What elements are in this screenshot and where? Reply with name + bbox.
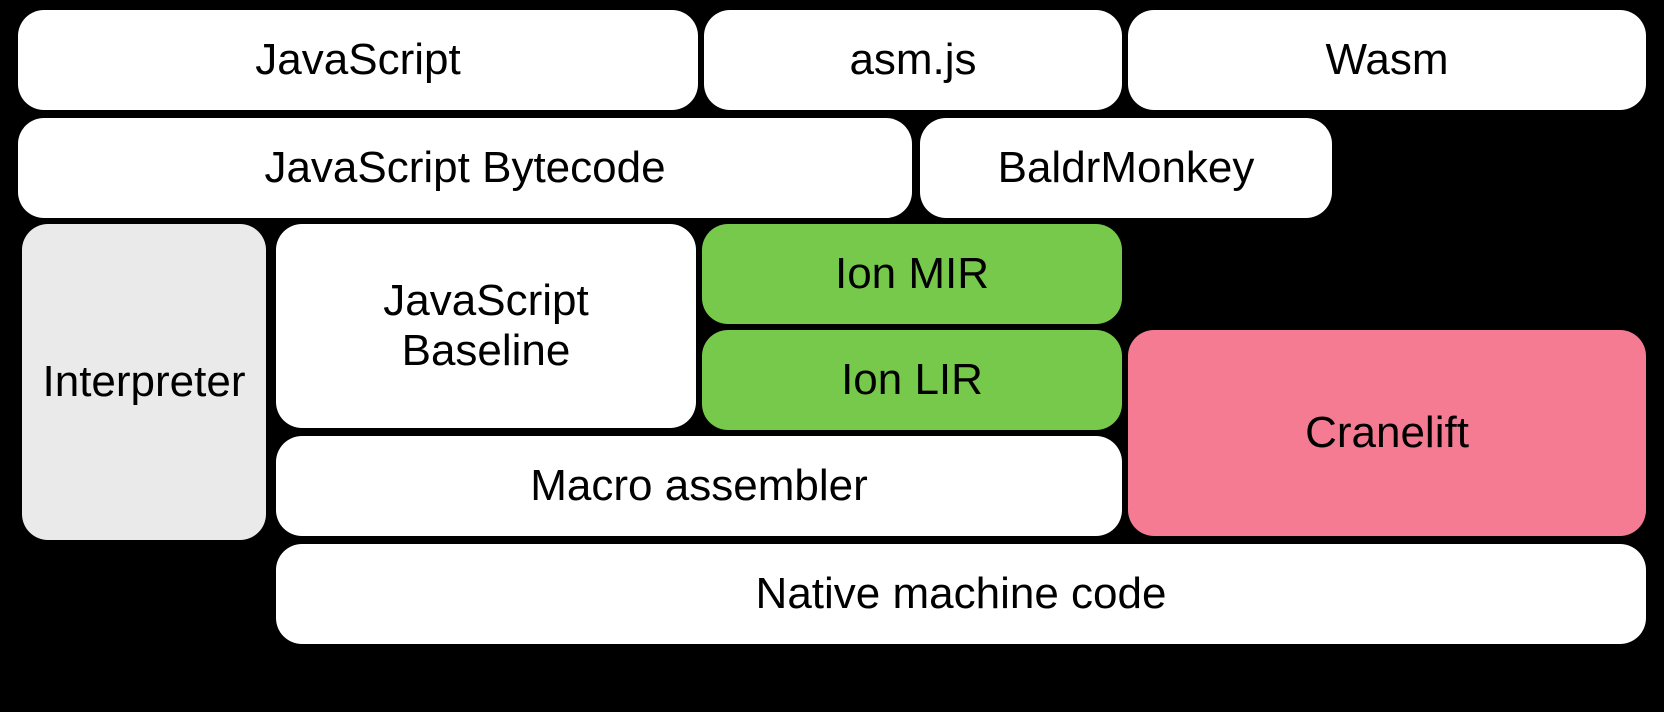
- node-javascript[interactable]: JavaScript: [18, 10, 698, 110]
- node-ion-lir[interactable]: Ion LIR: [702, 330, 1122, 430]
- node-javascript-bytecode[interactable]: JavaScript Bytecode: [18, 118, 912, 218]
- node-cranelift[interactable]: Cranelift: [1128, 330, 1646, 536]
- node-ion-mir[interactable]: Ion MIR: [702, 224, 1122, 324]
- node-asm-js[interactable]: asm.js: [704, 10, 1122, 110]
- node-macro-assembler[interactable]: Macro assembler: [276, 436, 1122, 536]
- node-wasm[interactable]: Wasm: [1128, 10, 1646, 110]
- node-javascript-baseline[interactable]: JavaScript Baseline: [276, 224, 696, 428]
- node-baldrmonkey[interactable]: BaldrMonkey: [920, 118, 1332, 218]
- node-interpreter[interactable]: Interpreter: [22, 224, 266, 540]
- node-native-machine-code[interactable]: Native machine code: [276, 544, 1646, 644]
